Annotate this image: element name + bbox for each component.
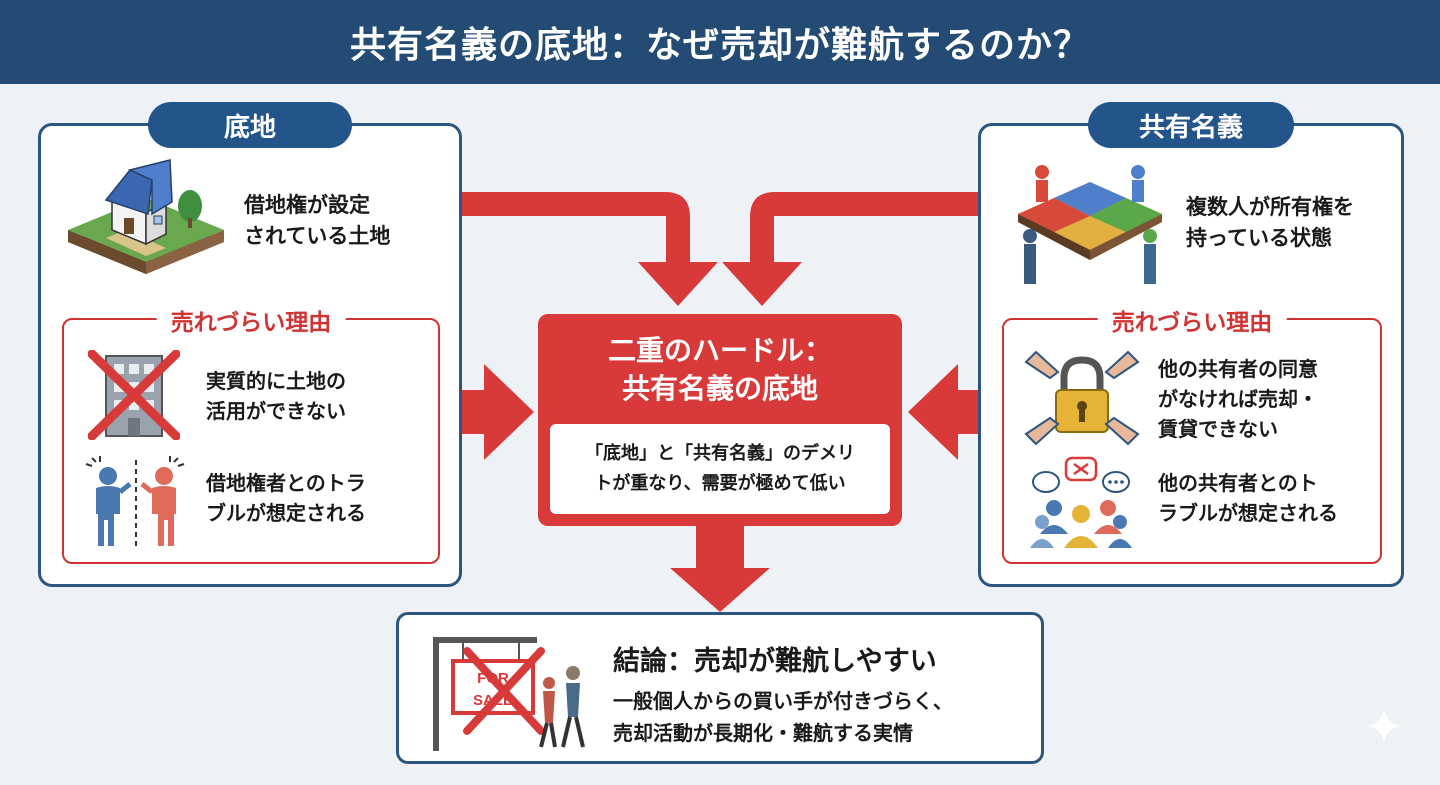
conclusion-title: 結論：売却が難航しやすい — [613, 646, 937, 677]
double-hurdle-body-line-1: 「底地」と「共有名義」のデメリ — [585, 443, 855, 464]
arguing-people-icon — [85, 456, 185, 548]
sochi-description: 借地権が設定 されている土地 — [244, 190, 390, 252]
double-hurdle-title-line-2: 共有名義の底地 — [621, 372, 818, 405]
double-hurdle-title-line-1: 二重のハードル： — [607, 334, 832, 367]
sochi-reasons-title: 売れづらい理由 — [156, 303, 346, 337]
kyoyu-reason-2: 他の共有者とのト ラブルが想定される — [1158, 468, 1338, 528]
conclusion-box: FOR SALE 結論：売却が難航しやすい 一般個人からの買い手が付きづらく、 … — [396, 612, 1044, 764]
page-title: 共有名義の底地：なぜ売却が難航するのか？ — [0, 0, 1440, 84]
sochi-reason-1-line-2: 活用ができない — [206, 399, 346, 423]
double-hurdle-body: 「底地」と「共有名義」のデメリ トが重なり、需要が極めて低い — [550, 424, 890, 514]
kyoyu-description: 複数人が所有権を 持っている状態 — [1186, 192, 1354, 254]
arrow-left-top — [462, 192, 718, 306]
conclusion-body-line-2: 売却活動が長期化・難航する実情 — [613, 721, 913, 745]
kyoyu-description-line-2: 持っている状態 — [1186, 226, 1332, 250]
group-conflict-icon — [1030, 456, 1132, 548]
for-sale-sign-icon: FOR SALE — [433, 637, 585, 751]
arrow-right-middle — [908, 364, 1002, 460]
kyoyu-description-line-1: 複数人が所有権を — [1186, 195, 1354, 219]
crossed-building-icon — [88, 350, 180, 440]
sochi-description-line-1: 借地権が設定 — [244, 193, 370, 217]
arrow-right-top — [722, 192, 978, 306]
kyoyu-reason-1-line-3: 賃貸できない — [1158, 417, 1278, 441]
kyoyu-reason-2-line-1: 他の共有者とのト — [1158, 471, 1318, 495]
puzzle-people-icon — [1018, 165, 1162, 284]
kyoyu-reason-1-line-1: 他の共有者の同意 — [1158, 357, 1318, 381]
kyoyu-reasons-title: 売れづらい理由 — [1097, 303, 1287, 337]
sochi-reason-2-line-2: ブルが想定される — [206, 501, 366, 525]
padlock-hands-icon — [1024, 350, 1140, 446]
sochi-description-line-2: されている土地 — [244, 224, 391, 248]
kyoyu-reason-2-line-2: ラブルが想定される — [1158, 501, 1338, 525]
sochi-reason-2-line-1: 借地権者とのトラ — [206, 471, 366, 495]
sparkle-icon — [1366, 708, 1402, 744]
sochi-reason-2: 借地権者とのトラ ブルが想定される — [206, 468, 366, 528]
kyoyu-reason-1-line-2: がなければ売却・ — [1158, 387, 1318, 411]
sochi-reasons-box: 売れづらい理由 — [62, 303, 440, 564]
sochi-label: 底地 — [148, 102, 352, 148]
kyoyu-reasons-box: 売れづらい理由 — [1002, 303, 1382, 564]
double-hurdle-title: 二重のハードル： 共有名義の底地 — [538, 332, 902, 408]
house-on-land-icon — [68, 159, 224, 274]
double-hurdle-body-line-2: トが重なり、需要が極めて低い — [594, 473, 846, 494]
sochi-reason-1-line-1: 実質的に土地の — [206, 369, 346, 393]
sochi-reason-1: 実質的に土地の 活用ができない — [206, 366, 346, 426]
conclusion-body: 一般個人からの買い手が付きづらく、 売却活動が長期化・難航する実情 — [613, 685, 953, 749]
conclusion-body-line-1: 一般個人からの買い手が付きづらく、 — [613, 689, 953, 713]
kyoyu-label: 共有名義 — [1088, 102, 1294, 148]
double-hurdle-box: 二重のハードル： 共有名義の底地 「底地」と「共有名義」のデメリ トが重なり、需… — [538, 314, 902, 526]
arrow-left-middle — [440, 364, 534, 460]
kyoyu-reason-1: 他の共有者の同意 がなければ売却・ 賃貸できない — [1158, 354, 1318, 444]
arrow-down — [670, 526, 770, 612]
